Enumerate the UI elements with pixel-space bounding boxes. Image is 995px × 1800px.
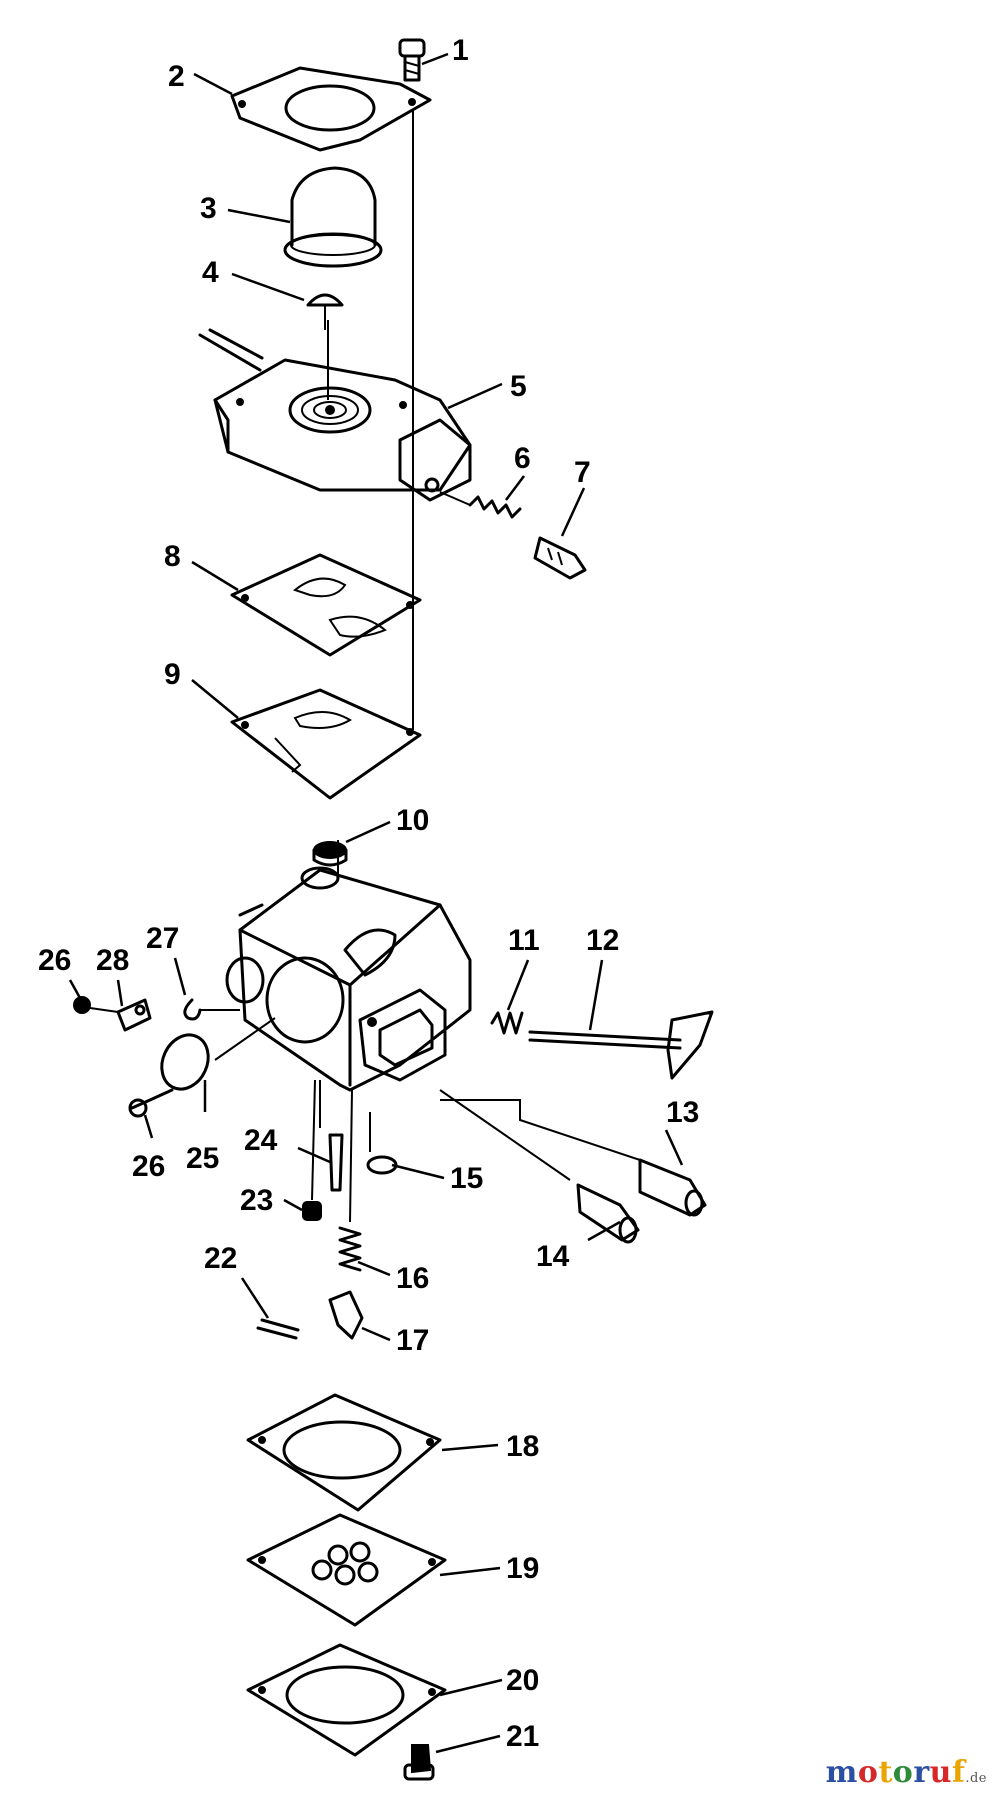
part-4-valve-cap <box>306 293 344 330</box>
callout-5: 5 <box>510 370 527 403</box>
assembly-axis-lines <box>327 110 414 880</box>
part-14-mixture-screw <box>439 1089 640 1244</box>
callout-6: 6 <box>514 442 531 475</box>
callout-15: 15 <box>450 1162 483 1195</box>
callout-22: 22 <box>204 1242 237 1275</box>
callout-12: 12 <box>586 924 619 957</box>
callout-26-upper: 26 <box>38 944 71 977</box>
part-22-pin <box>256 1318 300 1340</box>
callout-7: 7 <box>574 456 591 489</box>
part-20-cover <box>246 1643 447 1757</box>
callout-18: 18 <box>506 1430 539 1463</box>
callout-9: 9 <box>164 658 181 691</box>
wm-letter: o <box>857 1755 879 1790</box>
callout-10: 10 <box>396 804 429 837</box>
part-15-seal <box>366 1112 398 1175</box>
part-21-screw <box>403 1744 435 1781</box>
callout-21: 21 <box>506 1720 539 1753</box>
wm-letter: t <box>878 1755 893 1790</box>
callout-14: 14 <box>536 1240 570 1273</box>
part-26-screw-lower <box>128 1088 174 1118</box>
callout-17: 17 <box>396 1324 429 1357</box>
wm-suffix: .de <box>965 1771 987 1786</box>
part-18-gasket <box>246 1393 442 1512</box>
callout-16: 16 <box>396 1262 429 1295</box>
callout-leaders <box>68 52 684 1754</box>
callout-23: 23 <box>240 1184 273 1217</box>
callout-labels: 1 2 3 4 5 6 7 8 9 10 11 12 13 14 15 16 1… <box>38 34 699 1753</box>
callout-27: 27 <box>146 922 179 955</box>
part-5-pump-cover <box>198 328 472 502</box>
part-19-metering-diaphragm <box>246 1513 447 1627</box>
wm-letter: u <box>929 1755 952 1790</box>
part-27-clip <box>183 998 240 1021</box>
callout-25: 25 <box>186 1142 219 1175</box>
callout-20: 20 <box>506 1664 539 1697</box>
callout-19: 19 <box>506 1552 539 1585</box>
part-6-spring <box>439 491 522 519</box>
part-25-cover-plate <box>160 1017 276 1091</box>
callout-8: 8 <box>164 540 181 573</box>
part-26-screw-upper <box>73 996 119 1014</box>
part-11-spring <box>490 1011 524 1035</box>
part-12-throttle-shaft <box>528 1010 714 1080</box>
part-16-spring <box>338 1089 362 1272</box>
part-3-primer-bulb <box>283 166 383 268</box>
wm-letter: o <box>892 1755 914 1790</box>
callout-2: 2 <box>168 60 185 93</box>
part-8-pump-gasket <box>230 553 422 657</box>
callout-28: 28 <box>96 944 129 977</box>
part-9-pump-diaphragm <box>230 688 422 800</box>
callout-24: 24 <box>244 1124 278 1157</box>
part-17-lever <box>328 1290 364 1340</box>
wm-letter: m <box>825 1755 858 1790</box>
callout-26-lower: 26 <box>132 1150 165 1183</box>
callout-4: 4 <box>202 256 219 289</box>
callout-13: 13 <box>666 1096 699 1129</box>
part-24-inlet-needle <box>319 1080 344 1192</box>
carburetor-body <box>225 866 472 1092</box>
part-2-gasket <box>230 66 432 152</box>
part-10-plug <box>312 841 348 867</box>
wm-letter: f <box>951 1755 966 1790</box>
callout-11: 11 <box>508 924 540 957</box>
wm-letter: r <box>913 1755 930 1790</box>
part-13-mixture-screw <box>440 1099 707 1217</box>
callout-3: 3 <box>200 192 217 225</box>
part-23-screw <box>302 1079 322 1221</box>
part-7-adjust-screw <box>533 536 587 580</box>
callout-1: 1 <box>452 34 469 67</box>
part-28-link <box>116 998 152 1032</box>
motoruf-watermark-logo: motoruf.de <box>826 1755 987 1790</box>
part-1-screw <box>398 38 426 82</box>
